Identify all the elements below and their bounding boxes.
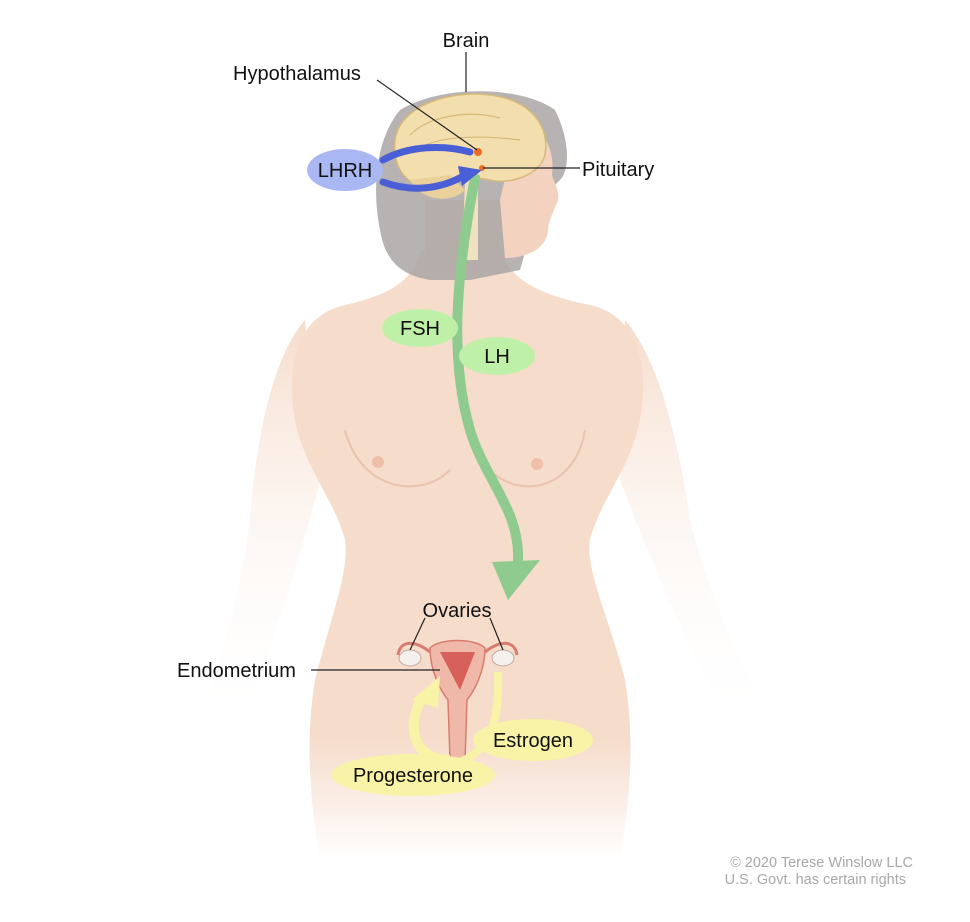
endometrium-label: Endometrium (177, 660, 296, 682)
ovary-leader-right (489, 617, 504, 651)
nipple (531, 458, 543, 470)
lhrh-arrow (379, 143, 474, 192)
yellow-arrowhead (412, 676, 440, 708)
progesterone-bubble (331, 754, 495, 796)
hypothalamus-label: Hypothalamus (233, 63, 361, 85)
progesterone-label: Progesterone (353, 765, 473, 787)
ovaries-label: Ovaries (423, 600, 492, 622)
fsh-label: FSH (400, 318, 440, 340)
lhrh-label: LHRH (318, 160, 372, 182)
ovary-leader-left (409, 617, 426, 651)
lh-label: LH (484, 346, 510, 368)
lh-bubble (459, 337, 535, 375)
left-ovary (398, 649, 422, 667)
estrogen-label: Estrogen (493, 730, 573, 752)
fsh-bubble (382, 309, 458, 347)
pituitary-label: Pituitary (582, 159, 654, 181)
estrogen-bubble (473, 719, 593, 761)
lhrh-bubble (307, 149, 383, 191)
hypothalamus-leader (376, 79, 478, 151)
fallopian-tubes (396, 641, 519, 656)
nipple (372, 456, 384, 468)
right-arm (620, 320, 770, 730)
right-ovary (491, 649, 515, 667)
left-arm (200, 320, 320, 730)
blue-arrowhead (458, 166, 482, 186)
pituitary-marker (479, 165, 485, 171)
green-arrowhead (492, 560, 540, 600)
endometrium-region (440, 652, 475, 690)
copyright-line-2: U.S. Govt. has certain rights (725, 872, 906, 888)
torso (292, 250, 643, 860)
fsh-lh-arrow (452, 173, 524, 565)
copyright-line-1: © 2020 Terese Winslow LLC (730, 855, 913, 871)
brain-label: Brain (443, 30, 490, 52)
